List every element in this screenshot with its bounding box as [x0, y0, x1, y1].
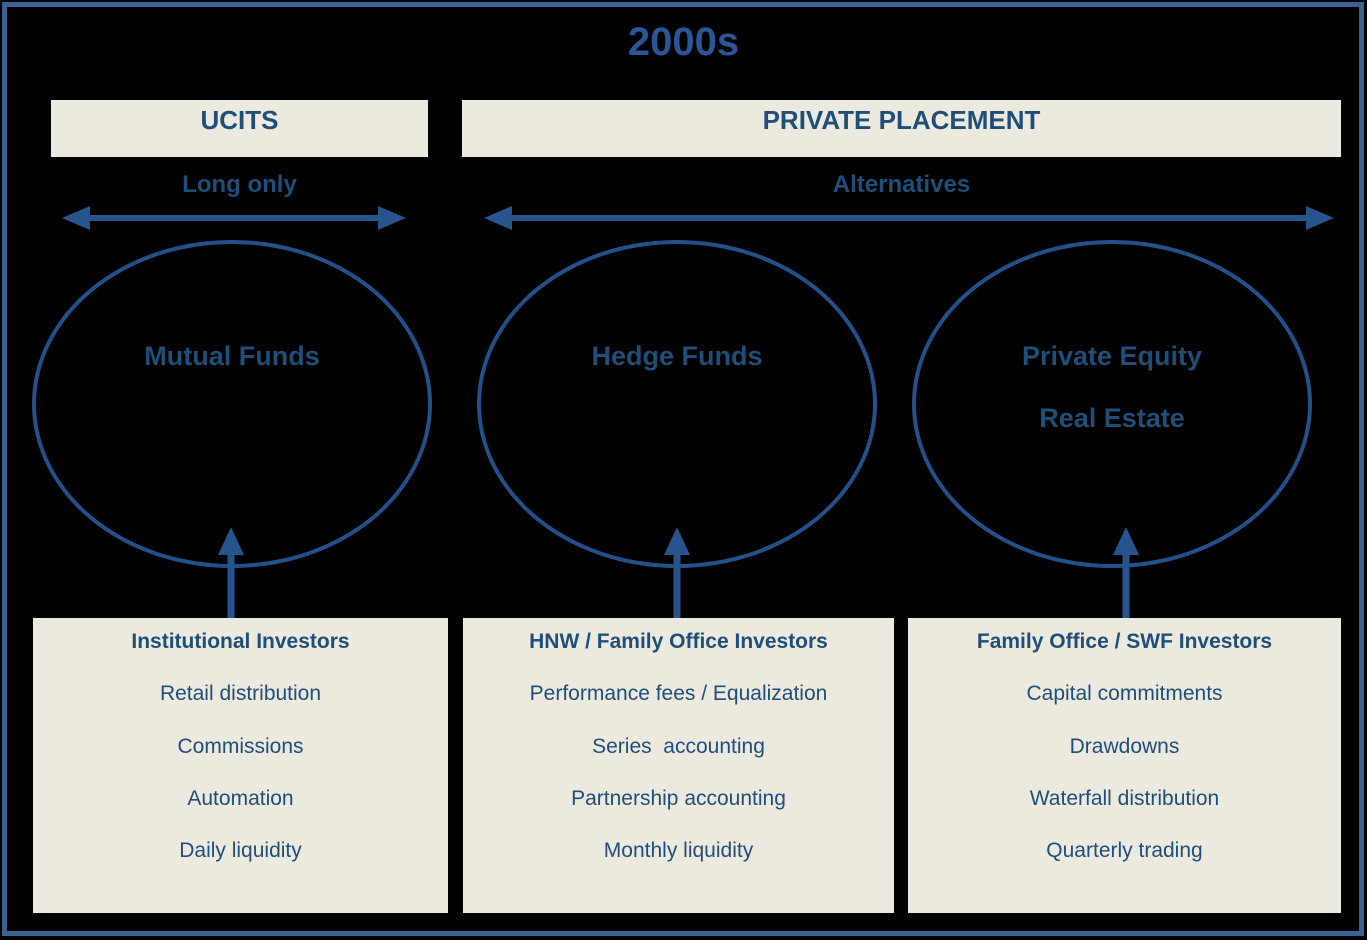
panel-item: Partnership accounting	[571, 787, 786, 810]
panel-item: Capital commitments	[1026, 682, 1223, 705]
panel-title: Institutional Investors	[131, 630, 350, 653]
panel-item: Monthly liquidity	[603, 839, 754, 862]
institutional-investors-panel: Institutional Investors Retail distribut…	[33, 618, 448, 913]
long-only-label: Long only	[182, 171, 297, 198]
family-office-swf-investors-panel: Family Office / SWF Investors Capital co…	[908, 618, 1341, 913]
ucits-header-bar: UCITS	[51, 100, 428, 157]
private-equity-real-estate-ellipse: Private Equity Real Estate	[912, 240, 1312, 568]
hnw-family-office-investors-panel: HNW / Family Office Investors Performanc…	[463, 618, 894, 913]
panel-item: Waterfall distribution	[1029, 787, 1220, 810]
swf-to-private-equity-arrow-icon	[1113, 527, 1139, 619]
hedge-funds-label: Hedge Funds	[591, 341, 763, 371]
panel-item: Quarterly trading	[1046, 839, 1203, 862]
panel-title: HNW / Family Office Investors	[529, 630, 828, 653]
hnw-to-hedge-funds-arrow-icon	[664, 527, 690, 619]
panel-item: Automation	[187, 787, 294, 810]
private-placement-header-bar: PRIVATE PLACEMENT	[462, 100, 1341, 157]
panel-title: Family Office / SWF Investors	[976, 630, 1273, 653]
private-equity-label: Private Equity	[1021, 341, 1203, 371]
panel-item: Drawdowns	[1069, 735, 1180, 758]
panel-item: Performance fees / Equalization	[529, 682, 828, 705]
mutual-funds-ellipse: Mutual Funds	[32, 240, 432, 568]
institutional-to-mutual-funds-arrow-icon	[218, 527, 244, 619]
slide-title: 2000s	[627, 20, 740, 64]
panel-item: Commissions	[177, 735, 304, 758]
panel-item: Daily liquidity	[179, 839, 302, 862]
alternatives-label: Alternatives	[832, 171, 971, 198]
hedge-funds-ellipse: Hedge Funds	[477, 240, 877, 568]
alternatives-span-arrow-icon	[484, 206, 1334, 230]
real-estate-label: Real Estate	[1039, 403, 1185, 433]
long-only-span-arrow-icon	[62, 206, 406, 230]
panel-item: Series accounting	[592, 735, 765, 758]
mutual-funds-label: Mutual Funds	[144, 341, 320, 371]
panel-item: Retail distribution	[159, 682, 322, 705]
